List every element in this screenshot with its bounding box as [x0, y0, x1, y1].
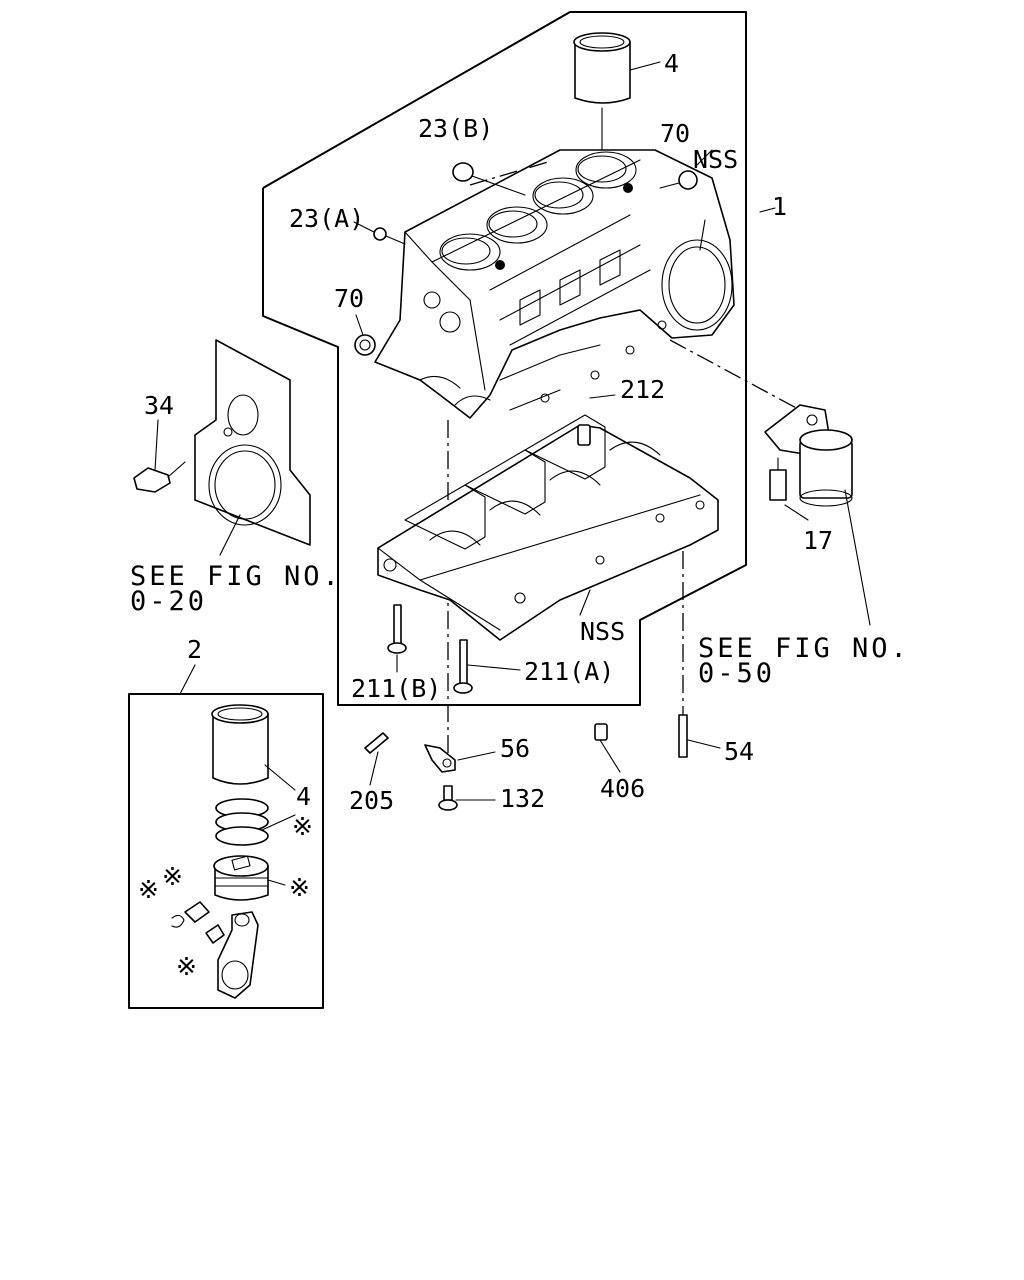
label-star-pin: ※	[162, 862, 183, 891]
label-17: 17	[803, 526, 833, 555]
plug-23a	[373, 227, 406, 245]
label-23a: 23(A)	[289, 204, 364, 233]
assembly-boundary-main	[262, 11, 747, 706]
label-4-kit: 4	[296, 782, 311, 811]
connecting-rod	[217, 911, 259, 999]
label-star-piston: ※	[289, 873, 310, 902]
align-line-oil-filter	[669, 339, 801, 411]
piston-kit-boundary	[128, 693, 324, 1009]
label-406: 406	[600, 774, 645, 803]
label-70-left: 70	[334, 284, 364, 313]
bracket-56	[424, 744, 456, 773]
stud-54	[678, 714, 688, 758]
cylinder-liner-top	[573, 32, 631, 153]
label-23b: 23(B)	[418, 114, 493, 143]
crankcase-lower	[377, 414, 719, 641]
seal-70-left	[354, 334, 376, 356]
label-nss-top: NSS	[693, 145, 738, 174]
label-211b: 211(B)	[351, 674, 441, 703]
align-line-23b	[469, 161, 549, 186]
bolt-132	[438, 785, 458, 811]
ref-fig-0-20-line2: 0-20	[130, 586, 207, 617]
oil-pressure-switch-17	[769, 457, 787, 501]
ref-fig-0-20-line1: SEE FIG NO.	[130, 561, 342, 592]
label-star-bushing: ※	[176, 952, 197, 981]
label-star-rings: ※	[292, 812, 313, 841]
label-4-top: 4	[664, 49, 679, 78]
rear-plate	[194, 339, 311, 546]
label-211a: 211(A)	[524, 657, 614, 686]
bolt-211a	[453, 639, 473, 694]
label-132: 132	[500, 784, 545, 813]
oil-filter-assembly	[764, 404, 853, 507]
plug-70-top	[659, 170, 698, 190]
snap-ring	[171, 914, 185, 928]
piston-rings	[215, 798, 269, 846]
stud-205	[364, 732, 389, 754]
label-1: 1	[772, 192, 787, 221]
plug-bolt-34	[133, 461, 186, 493]
dowel-212	[577, 424, 591, 446]
cylinder-block-upper	[374, 149, 735, 419]
label-212: 212	[620, 375, 665, 404]
label-34: 34	[144, 391, 174, 420]
piston	[213, 855, 269, 901]
label-nss-bottom: NSS	[580, 617, 625, 646]
cylinder-liner-kit	[211, 704, 269, 785]
leader-lines	[154, 61, 871, 886]
label-54: 54	[724, 737, 754, 766]
label-205: 205	[349, 786, 394, 815]
label-2: 2	[187, 635, 202, 664]
bolt-211b	[387, 604, 407, 654]
plug-406	[594, 723, 608, 741]
label-56: 56	[500, 734, 530, 763]
ref-fig-0-50-line1: SEE FIG NO.	[698, 633, 910, 664]
ref-fig-0-50-line2: 0-50	[698, 658, 775, 689]
label-70-top: 70	[660, 119, 690, 148]
label-star-clip: ※	[138, 875, 159, 904]
conrod-bushing	[205, 924, 225, 944]
cup-plug-23b	[452, 162, 526, 196]
piston-pin	[184, 901, 210, 923]
